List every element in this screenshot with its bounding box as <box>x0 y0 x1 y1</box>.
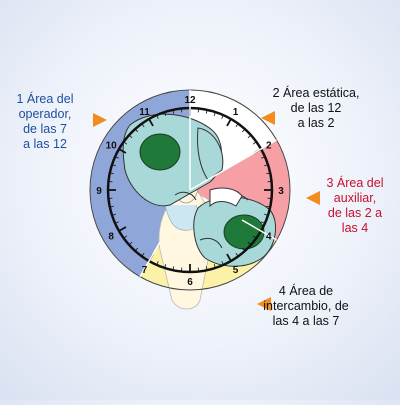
arrow-operador <box>93 113 107 127</box>
zone-auxiliar-line: las 4 <box>310 221 400 236</box>
zone-auxiliar-label: 3 Área del auxiliar, de las 2 a las 4 <box>310 176 400 236</box>
clock-number: 6 <box>187 277 193 288</box>
clock-number: 1 <box>233 107 239 118</box>
clock-number: 11 <box>139 107 150 118</box>
zone-intercambio-label: 4 Área de intercambio, de las 4 a las 7 <box>250 284 362 329</box>
zone-auxiliar-line: de las 2 a <box>310 206 400 221</box>
clock-number: 7 <box>142 265 148 276</box>
zone-operador-line: a las 12 <box>3 137 87 152</box>
zone-estatica-label: 2 Área estática, de las 12 a las 2 <box>262 86 370 131</box>
zone-estatica-line: 2 Área estática, <box>262 86 370 101</box>
clock-number: 9 <box>96 186 102 197</box>
clock-number: 8 <box>108 232 114 243</box>
zone-operador-line: de las 7 <box>3 122 87 137</box>
zone-operador-label: 1 Área del operador, de las 7 a las 12 <box>3 92 87 152</box>
zone-intercambio-line: intercambio, de <box>250 299 362 314</box>
clock-number: 12 <box>184 95 196 106</box>
clock-number: 4 <box>266 232 272 243</box>
clock-number: 5 <box>233 265 239 276</box>
zone-operador-line: operador, <box>3 107 87 122</box>
zone-operador-line: 1 Área del <box>3 92 87 107</box>
zone-intercambio-line: las 4 a las 7 <box>250 314 362 329</box>
zone-auxiliar-line: 3 Área del <box>310 176 400 191</box>
zone-estatica-line: a las 2 <box>262 116 370 131</box>
zone-intercambio-line: 4 Área de <box>250 284 362 299</box>
clock-number: 10 <box>106 141 118 152</box>
zone-estatica-line: de las 12 <box>262 101 370 116</box>
clock-number: 3 <box>278 186 284 197</box>
clock-number: 2 <box>266 141 272 152</box>
zone-auxiliar-line: auxiliar, <box>310 191 400 206</box>
